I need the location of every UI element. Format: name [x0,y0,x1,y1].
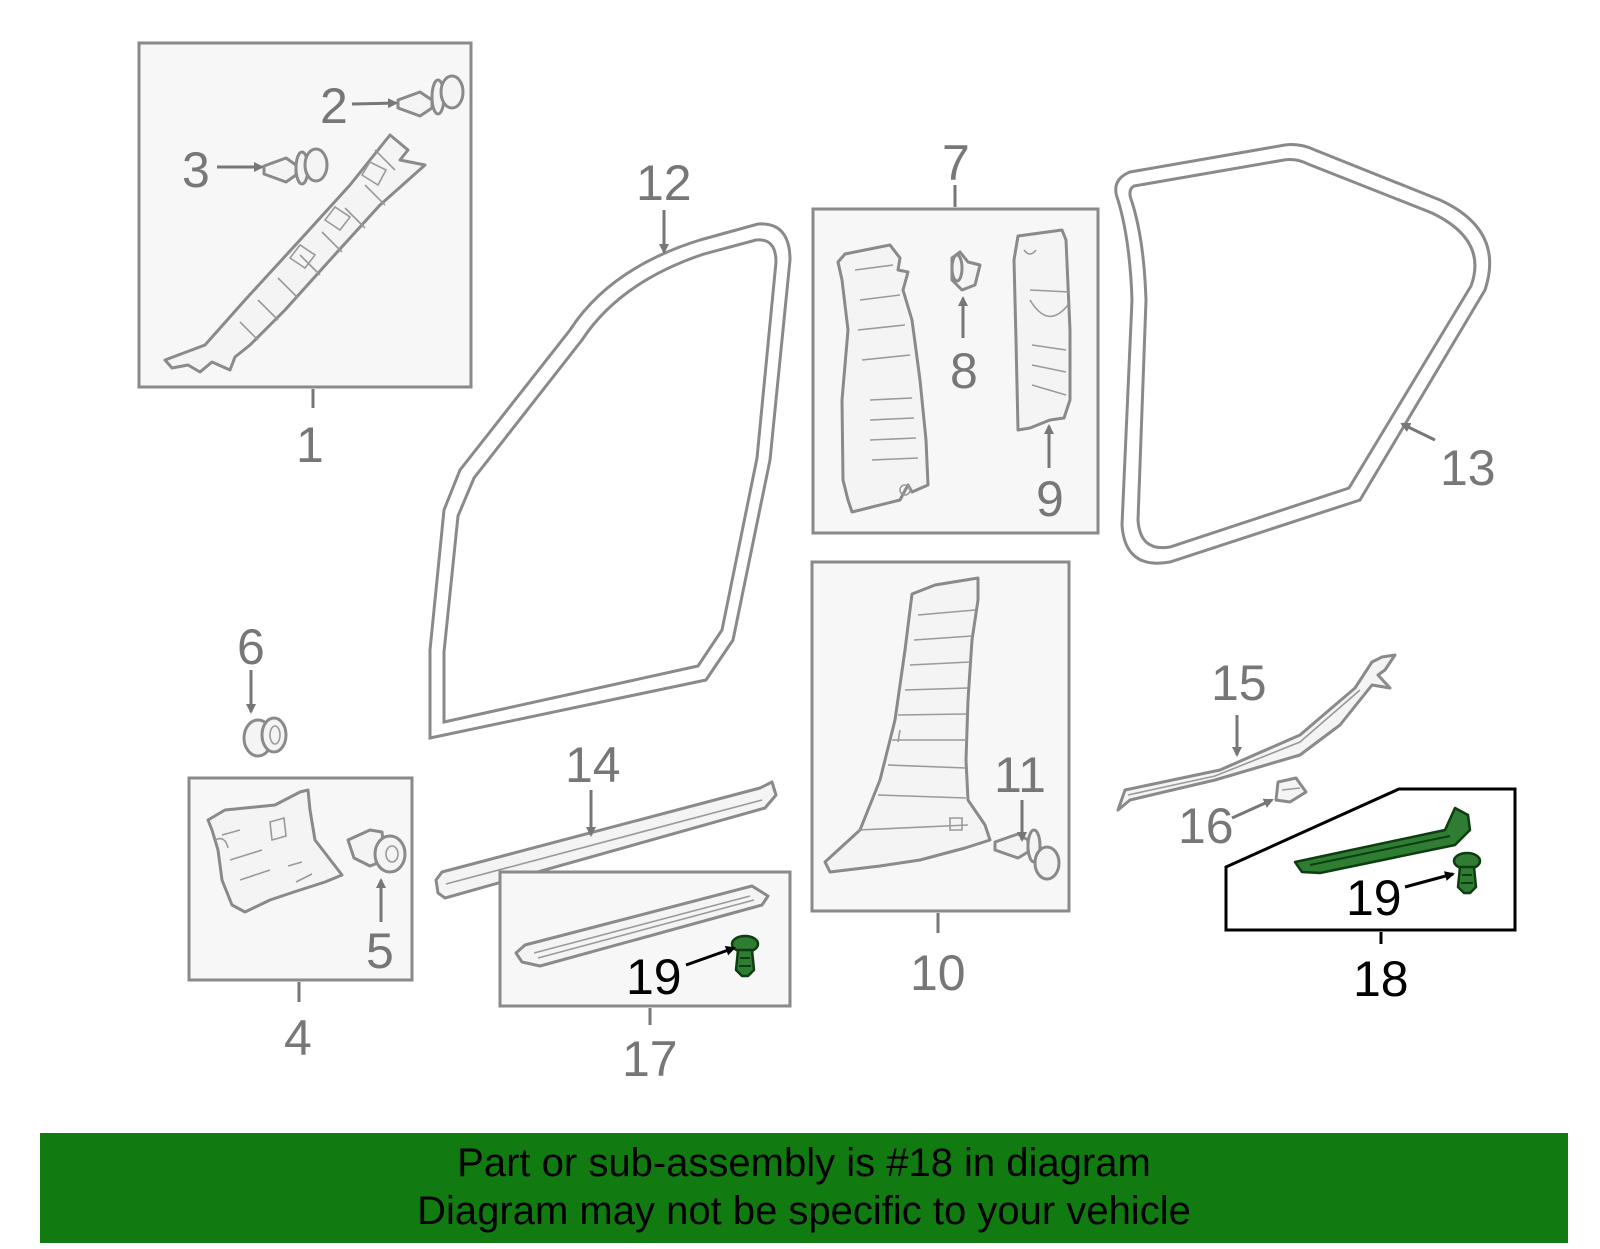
clip-8 [950,250,982,292]
callout-8: 8 [950,343,978,399]
callout-9: 9 [1036,471,1064,527]
banner-line-1: Part or sub-assembly is #18 in diagram [457,1141,1151,1185]
clip-5 [346,828,407,874]
b-pillar-upper-trim [836,243,930,514]
banner-line-2: Diagram may not be specific to your vehi… [417,1189,1191,1233]
clip-6: 6 [237,619,288,758]
scuff-plate-15: 15 [1116,653,1397,812]
callout-5: 5 [366,923,394,979]
callout-3: 3 [182,142,210,198]
callout-10: 10 [910,945,966,1001]
clip-2 [396,74,465,118]
callout-19-rear: 19 [1346,870,1402,926]
callout-11: 11 [994,747,1046,803]
callout-2: 2 [320,78,348,134]
scuff-plate-14: 14 [434,737,778,900]
kick-panel [206,788,344,914]
group-1: 1 2 3 [137,41,473,473]
callout-6: 6 [237,619,265,675]
weatherstrip-13: 13 [1114,143,1496,565]
sill-plate-18 [1293,806,1472,875]
callout-1: 1 [296,417,324,473]
clip-19-front [730,934,760,978]
clip-19-rear [1452,851,1482,895]
callout-13: 13 [1440,440,1496,496]
sill-plate-17 [514,884,770,968]
callout-17: 17 [622,1031,678,1087]
group-18: 19 18 [1224,787,1517,1007]
clip-3 [262,147,329,186]
clip-16: 16 [1178,776,1308,854]
callout-15: 15 [1211,655,1267,711]
weatherstrip-12: 12 [428,155,792,740]
callout-14: 14 [565,737,621,793]
seatbelt-cover-9 [1012,228,1072,432]
callout-18: 18 [1353,951,1409,1007]
callout-4: 4 [284,1010,312,1066]
callout-19-front: 19 [626,949,682,1005]
b-pillar-lower-trim [823,576,992,874]
leader-2 [351,98,398,109]
a-pillar-trim [163,133,427,374]
group-7: 7 8 9 [811,135,1100,535]
callout-12: 12 [636,155,692,211]
callout-16: 16 [1178,798,1234,854]
group-17: 19 17 [498,870,792,1087]
group-10: 10 11 [810,560,1071,1001]
callout-7: 7 [942,135,970,191]
group-4: 4 5 [187,776,414,1066]
part-notice-banner: Part or sub-assembly is #18 in diagram D… [40,1133,1568,1243]
